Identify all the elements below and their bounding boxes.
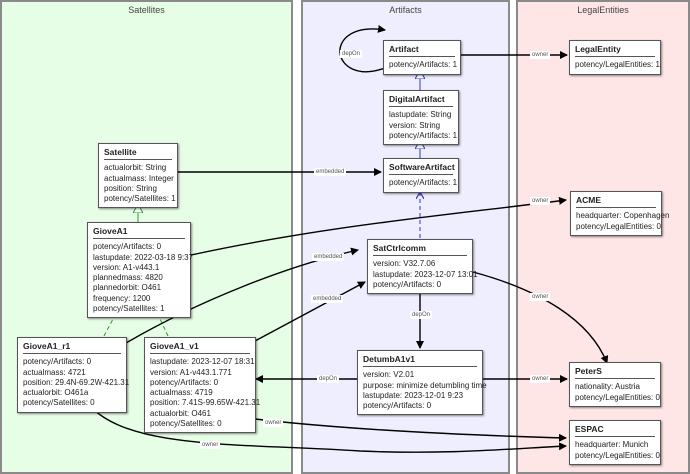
edge-r1-owner-espac	[88, 404, 567, 453]
edge-v1-embedded-satctrl	[254, 281, 366, 342]
node-title: Satellite	[104, 147, 172, 161]
node-attr: potency/Satellites: 0	[23, 398, 95, 408]
edge-label: depOn	[317, 375, 340, 383]
node-giovea1[interactable]: GioveA1 potency/Artifacts: 0 lastupdate:…	[87, 222, 194, 319]
node-title: ESPAC	[575, 424, 655, 438]
edge-label: owner	[530, 375, 551, 383]
node-title: LegalEntity	[575, 44, 655, 58]
package-title: Artifacts	[389, 5, 422, 15]
node-attr: potency/LegalEntities: 0	[576, 221, 661, 231]
node-attr: lastupdate: 2023-12-01 9:23	[363, 390, 464, 400]
node-attr: lastupdate: 2023-12-07 13:01	[373, 269, 478, 279]
node-attr: potency/Artifacts: 1	[389, 130, 458, 140]
node-attr: potency/Artifacts: 0	[363, 401, 432, 411]
package-title: Satellites	[128, 5, 165, 15]
node-title: GioveA1	[93, 226, 185, 240]
node-attr: lastupdate: 2022-03-18 9:37	[93, 252, 194, 262]
node-attr: headquarter: Munich	[575, 440, 649, 450]
node-attr: position: 7.41S-99.65W-421.31	[150, 398, 261, 408]
node-attr: version: V2.01	[363, 370, 415, 380]
node-attr: nationality: Austria	[575, 382, 640, 392]
node-title: ACME	[576, 195, 656, 209]
edge-v1-owner-espac	[254, 418, 567, 442]
node-attr: plannedorbit: O461	[93, 283, 162, 293]
edge-satctrl-owner-peters	[472, 271, 609, 364]
node-attr: potency/LegalEntities: 0	[575, 392, 660, 402]
node-detumba1v1[interactable]: DetumbA1v1 version: V2.01 purpose: minim…	[357, 350, 487, 416]
node-espac[interactable]: ESPAC headquarter: Munich potency/LegalE…	[569, 420, 661, 465]
node-title: GioveA1_r1	[23, 341, 121, 355]
edge-label: owner	[530, 293, 551, 301]
node-attr: potency/LegalEntities: 1	[575, 60, 660, 70]
node-title: SatCtrlcomm	[373, 243, 467, 257]
node-attr: potency/Artifacts: 0	[93, 242, 162, 252]
node-attr: version: String	[389, 120, 441, 130]
node-attr: potency/Satellites: 1	[93, 304, 165, 314]
node-attr: frequency: 1200	[93, 293, 151, 303]
node-software-artifact[interactable]: SoftwareArtifact potency/Artifacts: 1	[383, 158, 459, 193]
node-attr: position: String	[104, 183, 157, 193]
node-attr: actualmass: Integer	[104, 173, 174, 183]
node-attr: version: A1-v443.1.771	[150, 367, 232, 377]
node-digital-artifact[interactable]: DigitalArtifact lastupdate: String versi…	[383, 90, 459, 146]
node-attr: actualorbit: O461a	[23, 388, 89, 398]
node-attr: actualmass: 4719	[150, 388, 213, 398]
node-attr: potency/Satellites: 0	[150, 419, 222, 429]
node-attr: plannedmass: 4820	[93, 273, 163, 283]
node-attr: potency/Artifacts: 1	[389, 60, 458, 70]
node-attr: actualorbit: String	[104, 163, 167, 173]
node-title: DetumbA1v1	[363, 354, 477, 368]
node-attr: potency/LegalEntities: 0	[575, 450, 660, 460]
node-artifact[interactable]: Artifact potency/Artifacts: 1	[383, 40, 461, 75]
node-attr: headquarter: Copenhagen	[576, 211, 670, 221]
node-title: Artifact	[389, 44, 455, 58]
edge-label: depOn	[340, 50, 363, 58]
node-attr: potency/Satellites: 1	[104, 194, 176, 204]
node-satctrlcomm[interactable]: SatCtrlcomm version: V32.7.06 lastupdate…	[367, 239, 478, 295]
node-attr: actualmass: 4721	[23, 367, 86, 377]
node-attr: position: 29.4N-69.2W-421.31	[23, 377, 130, 387]
node-satellite[interactable]: Satellite actualorbit: String actualmass…	[98, 143, 178, 209]
node-attr: potency/Artifacts: 0	[150, 377, 219, 387]
node-title: DigitalArtifact	[389, 94, 453, 108]
node-giovea1-v1[interactable]: GioveA1_v1 lastupdate: 2023-12-07 18:31 …	[144, 337, 261, 434]
package-title: LegalEntities	[577, 5, 629, 15]
node-attr: actualorbit: O461	[150, 408, 211, 418]
edge-label: owner	[530, 197, 551, 205]
node-attr: potency/Artifacts: 1	[389, 178, 458, 188]
edge-label: embedded	[312, 253, 345, 261]
node-title: GioveA1_v1	[150, 341, 250, 355]
node-title: SoftwareArtifact	[389, 162, 455, 176]
edge-v1-instance-giovea1	[154, 306, 169, 337]
node-peters[interactable]: PeterS nationality: Austria potency/Lega…	[569, 362, 661, 407]
edge-label: depOn	[410, 311, 433, 319]
node-attr: potency/Artifacts: 0	[373, 279, 442, 289]
edge-label: owner	[530, 51, 551, 59]
node-attr: purpose: minimize detumbling time	[363, 380, 487, 390]
node-attr: version: V32.7.06	[373, 259, 436, 269]
node-attr: lastupdate: 2023-12-07 18:31	[150, 357, 255, 367]
node-acme[interactable]: ACME headquarter: Copenhagen potency/Leg…	[570, 191, 670, 236]
node-title: PeterS	[575, 366, 655, 380]
node-attr: version: A1-v443.1	[93, 262, 160, 272]
edge-label: owner	[263, 419, 284, 427]
edge-label: embedded	[311, 295, 344, 303]
node-attr: lastupdate: String	[389, 110, 452, 120]
node-giovea1-r1[interactable]: GioveA1_r1 potency/Artifacts: 0 actualma…	[17, 337, 130, 413]
edge-label: embedded	[314, 168, 347, 176]
edge-label: owner	[200, 441, 221, 449]
edge-giovea1-owner-acme	[190, 196, 567, 256]
node-attr: potency/Artifacts: 0	[23, 357, 92, 367]
node-legal-entity[interactable]: LegalEntity potency/LegalEntities: 1	[569, 40, 661, 75]
